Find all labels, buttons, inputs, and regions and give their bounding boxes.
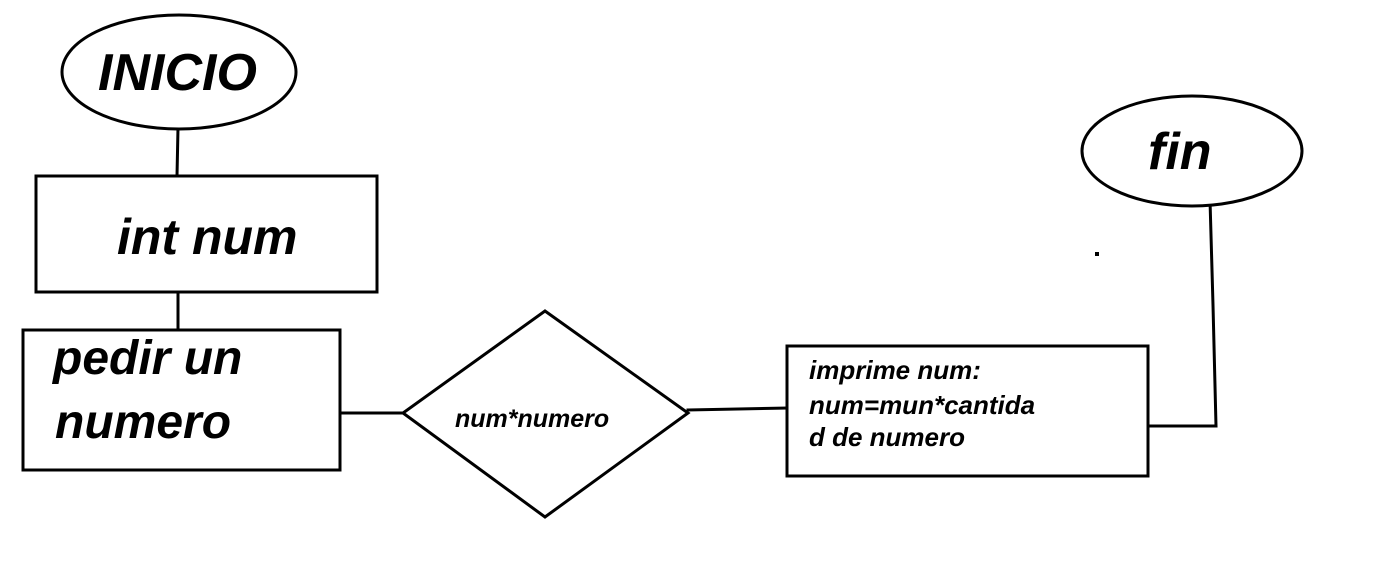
connector-decision-to-output [686,406,789,412]
output-label-line-3: d de numero [809,422,965,452]
decision-diamond [400,309,691,519]
stray-dot [1095,252,1099,256]
end-ellipse [1080,94,1304,208]
input-label-line-2: numero [55,396,231,449]
decision-node: num*numero [400,309,691,519]
start-terminal: INICIO [60,13,298,131]
declare-label: int num [117,209,298,265]
decision-label: num*numero [455,405,609,433]
start-ellipse [60,13,298,131]
output-label-line-2: num=mun*cantida [809,390,1035,420]
end-terminal: fin [1080,94,1304,208]
connector-output-to-end [1146,198,1218,428]
declare-box [34,174,379,294]
connector-start-to-declare [175,126,180,178]
input-process: pedir un numero [21,328,342,472]
output-label-line-1: imprime num: [809,355,981,385]
input-label-line-1: pedir un [51,332,242,385]
start-label: INICIO [98,44,257,102]
input-box [21,328,342,472]
output-process: imprime num: num=mun*cantida d de numero [785,344,1150,478]
declare-process: int num [34,174,379,294]
end-label: fin [1148,123,1212,181]
output-box [785,344,1150,478]
